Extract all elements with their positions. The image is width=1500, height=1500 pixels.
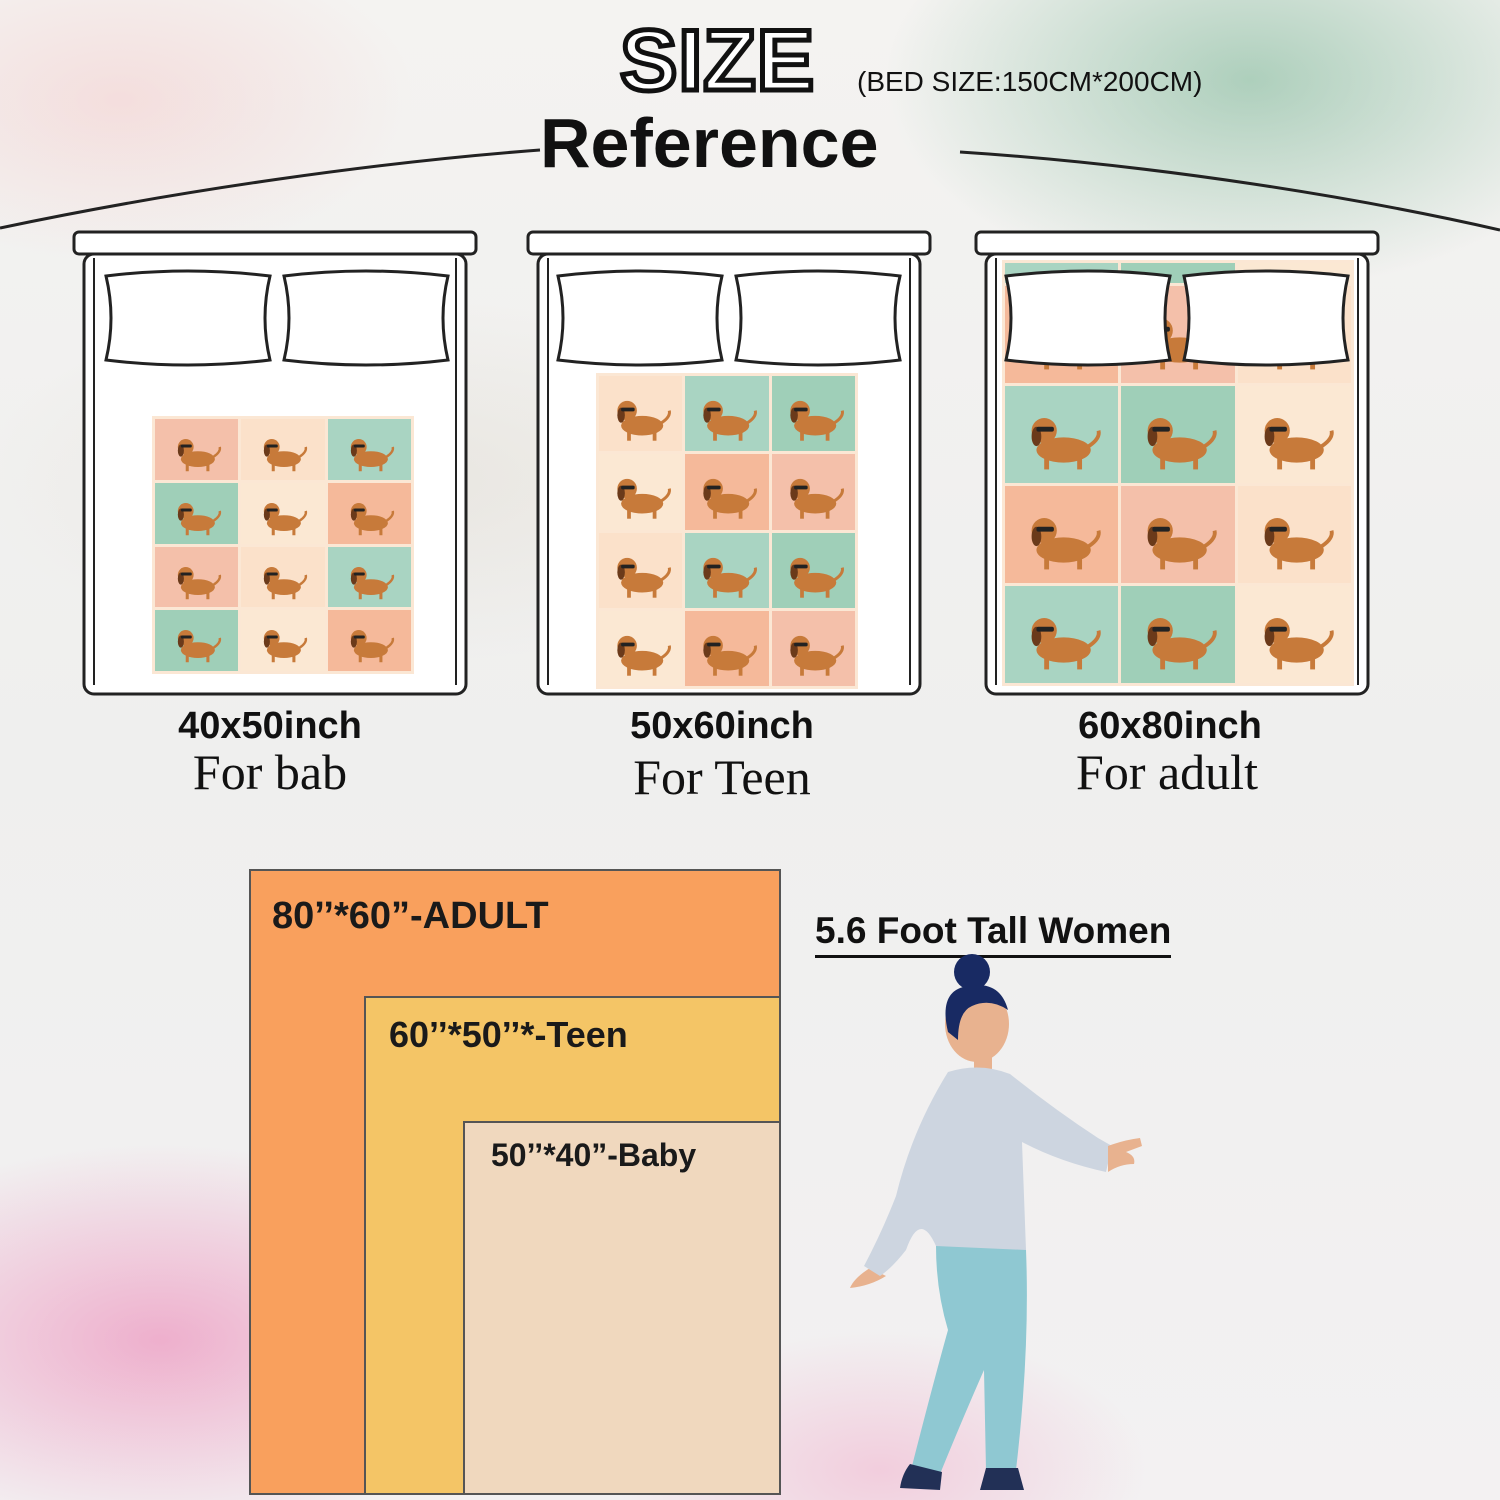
blanket-tile — [155, 482, 239, 544]
blanket-tile — [327, 419, 411, 480]
blanket-tile — [685, 610, 769, 686]
title-size: SIZE — [617, 13, 816, 109]
bed-teen — [524, 230, 934, 700]
blanket-tile — [241, 482, 325, 544]
right-hand — [1108, 1138, 1142, 1172]
blanket-tile — [327, 610, 411, 671]
header-swoosh-lines — [0, 148, 1500, 232]
bed-adult — [972, 230, 1382, 700]
baby-size-label: 50’’*40”-Baby — [491, 1137, 697, 1173]
blanket-tile — [1237, 486, 1351, 583]
hair — [945, 985, 1008, 1040]
right-shoe — [980, 1468, 1024, 1490]
sweater — [864, 1067, 1112, 1276]
blanket-tile — [771, 376, 855, 452]
blanket-tile — [1005, 486, 1119, 583]
blanket-tile — [241, 419, 325, 480]
blanket-tile — [685, 454, 769, 530]
blanket-tile — [1121, 386, 1235, 483]
blanket-tile — [241, 610, 325, 671]
blanket-tile — [1005, 586, 1119, 683]
pillow-left — [1004, 269, 1172, 367]
pillow-right — [1182, 269, 1350, 367]
blanket-tile — [155, 610, 239, 671]
bed-adult-size: 60x80inch — [1078, 705, 1262, 747]
teen-size-label: 60’’*50’’*-Teen — [389, 1014, 628, 1055]
woman-figure — [850, 954, 1142, 1490]
bed-baby-use: For bab — [192, 744, 348, 800]
pillow-right — [734, 269, 902, 367]
bed-teen-size: 50x60inch — [630, 705, 814, 747]
blanket-tile — [599, 610, 683, 686]
bed-baby-size: 40x50inch — [178, 705, 362, 747]
pillow-left — [104, 269, 272, 367]
blanket-tile — [771, 610, 855, 686]
blanket-tile — [685, 532, 769, 608]
pillow-right — [282, 269, 450, 367]
bed-teen-use: For Teen — [633, 749, 811, 805]
blanket-teen — [596, 373, 858, 689]
blanket-tile — [771, 454, 855, 530]
adult-size-label: 80’’*60”-ADULT — [272, 895, 549, 937]
blanket-tile — [241, 546, 325, 608]
pillow-left — [556, 269, 724, 367]
blanket-tile — [1237, 586, 1351, 683]
blanket-tile — [599, 532, 683, 608]
blanket-tile — [155, 419, 239, 480]
blanket-tile — [1121, 586, 1235, 683]
blanket-tile — [327, 482, 411, 544]
blanket-tile — [599, 376, 683, 452]
bed-adult-use: For adult — [1076, 744, 1258, 800]
hair-bun — [954, 954, 990, 990]
pants — [912, 1246, 1027, 1474]
blanket-tile — [1005, 386, 1119, 483]
left-shoe — [900, 1464, 942, 1490]
blanket-baby — [152, 416, 414, 674]
blanket-tile — [327, 546, 411, 608]
baby-size-box — [463, 1121, 781, 1495]
title-reference: Reference — [540, 104, 879, 182]
woman-height-label: 5.6 Foot Tall Women — [815, 912, 1172, 958]
bed-baby — [70, 230, 480, 700]
blanket-tile — [1237, 386, 1351, 483]
blanket-tile — [599, 454, 683, 530]
blanket-tile — [685, 376, 769, 452]
blanket-tile — [155, 546, 239, 608]
bed-size-note: (BED SIZE:150CM*200CM) — [857, 66, 1203, 97]
blanket-tile — [1121, 486, 1235, 583]
blanket-tile — [771, 532, 855, 608]
